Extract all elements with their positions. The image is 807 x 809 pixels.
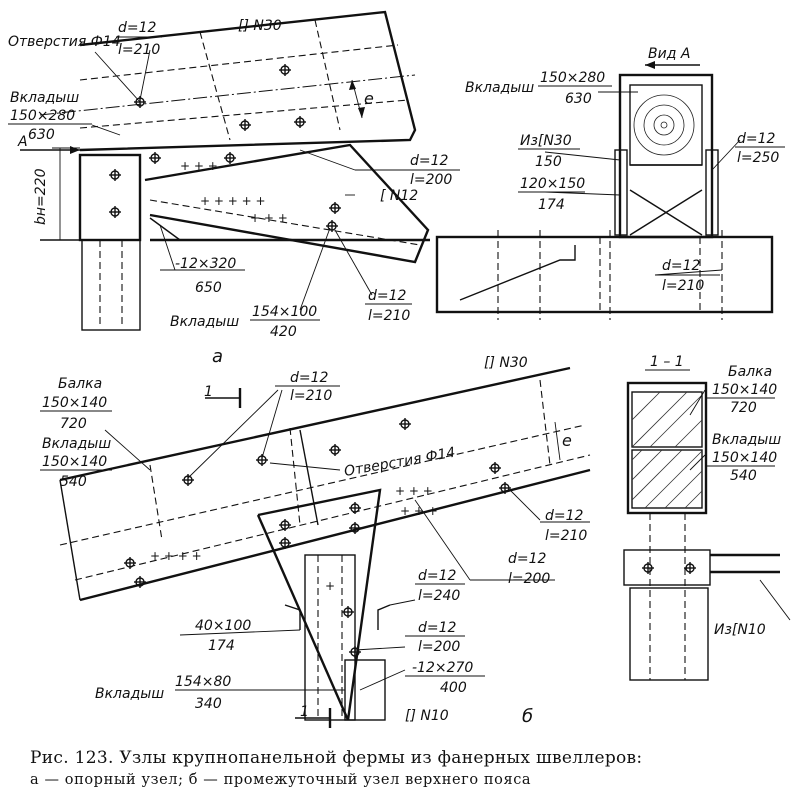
view-a-from-num: Из[N30	[520, 133, 572, 149]
view-a-b2-l: l=210	[662, 278, 704, 294]
section-ins-name: Вкладыш	[712, 432, 781, 448]
b-bolt4-d: d=12	[418, 568, 457, 584]
figure-caption: Рис. 123. Узлы крупнопанельной фермы из …	[30, 748, 790, 788]
upper-chord-a	[39, 10, 417, 152]
detail-a: + + + + + + + + + + + Отверстия Ф14 d=12…	[8, 10, 460, 367]
a-bolt3-d: d=12	[368, 288, 407, 304]
b-sec-bottom: 1	[300, 704, 309, 720]
a-e-label: e	[364, 89, 374, 108]
caption-line-1: Рис. 123. Узлы крупнопанельной фермы из …	[30, 748, 643, 768]
view-a: Вид A Вкладыш 150×280 630 Из[N30 150 120…	[435, 46, 785, 320]
section-from-label: Из[N10	[714, 622, 766, 638]
section-ins-num: 150×140	[712, 450, 777, 466]
section-beam-num: 150×140	[712, 382, 777, 398]
b-letter: б	[522, 706, 533, 727]
a-arrow-label: A	[17, 134, 28, 150]
b-bolt1-d: d=12	[290, 370, 329, 386]
a-bolt1-d: d=12	[118, 20, 157, 36]
view-a-b1-d: d=12	[737, 131, 776, 147]
b-bolt5-l: l=200	[418, 639, 460, 655]
b-ins2-num: 154×80	[175, 674, 231, 690]
view-a-ins-name: Вкладыш	[465, 80, 534, 96]
svg-text:+ + + +: + + + +	[150, 549, 202, 563]
b-ins2-name: Вкладыш	[95, 686, 164, 702]
b-beam-den: 720	[60, 416, 87, 432]
a-height-label: bн=220	[33, 168, 49, 225]
a-bolt2-l: l=200	[410, 172, 452, 188]
a-channel-label: [] N30	[238, 18, 282, 34]
a-plate-den: 650	[195, 280, 222, 296]
section-ins-den: 540	[730, 468, 757, 484]
a-bolt1-l: l=210	[118, 42, 160, 58]
view-a-title: Вид A	[648, 46, 690, 62]
truss-node-drawing: + + + + + + + + + + + Отверстия Ф14 d=12…	[8, 10, 791, 728]
a-ins2-num: 154×100	[252, 304, 317, 320]
svg-text:+ + +: + + +	[180, 159, 218, 173]
b-bolt3-l: l=200	[508, 571, 550, 587]
b-bolt2-l: l=210	[545, 528, 587, 544]
b-plate-num: -12×270	[412, 660, 473, 676]
b-ins-name: Вкладыш	[42, 436, 111, 452]
svg-text:+ + +: + + +	[395, 484, 433, 498]
svg-text:+ + +: + + +	[400, 504, 438, 518]
a-bolt3-l: l=210	[368, 308, 410, 324]
section-title: 1 – 1	[650, 354, 684, 370]
b-sec-top: 1	[204, 384, 213, 400]
svg-text:+: +	[325, 579, 335, 593]
b-beam-num: 150×140	[42, 395, 107, 411]
bolts-b: + + + + + + + + + + +	[124, 418, 511, 658]
b-pl-num: 40×100	[195, 618, 251, 634]
b-bolt4-l: l=240	[418, 588, 460, 604]
svg-text:+ + +: + + +	[250, 211, 288, 225]
b-bolt5-d: d=12	[418, 620, 457, 636]
b-n10-label: [] N10	[405, 708, 449, 724]
view-a-pl-den: 174	[538, 197, 565, 213]
b-bolt2-d: d=12	[545, 508, 584, 524]
a-insert-name: Вкладыш	[10, 90, 79, 106]
b-ins2-den: 340	[195, 696, 222, 712]
a-insert-den: 630	[28, 127, 55, 143]
view-a-ins-num: 150×280	[540, 70, 605, 86]
view-a-ins-den: 630	[565, 91, 592, 107]
bolts-a: + + + + + + + + + + +	[109, 64, 341, 232]
view-a-b1-l: l=250	[737, 150, 779, 166]
view-a-b2-d: d=12	[662, 258, 701, 274]
a-n12-label: [ N12	[380, 188, 418, 204]
a-letter: а	[212, 346, 223, 367]
post-a	[40, 153, 142, 331]
b-plate-den: 400	[440, 680, 467, 696]
view-a-pl-num: 120×150	[520, 176, 585, 192]
a-ins2-name: Вкладыш	[170, 314, 239, 330]
a-plate-num: -12×320	[175, 256, 236, 272]
caption-line-2: а — опорный узел; б — промежуточный узел…	[30, 772, 532, 788]
detail-b: + + + + + + + + + + + Балка 150×140 720 …	[40, 355, 591, 728]
b-beam-name: Балка	[58, 376, 102, 392]
b-pl-den: 174	[208, 638, 235, 654]
b-channel-label: [] N30	[484, 355, 528, 371]
section-1-1: 1 – 1 Балка 150×140 720 Вкладыш 150×140 …	[623, 354, 791, 681]
section-beam-name: Балка	[728, 364, 772, 380]
b-bolt3-d: d=12	[508, 551, 547, 567]
section-beam-den: 720	[730, 400, 757, 416]
a-bolt2-d: d=12	[410, 153, 449, 169]
b-ins-den: 540	[60, 474, 87, 490]
b-ins-num: 150×140	[42, 454, 107, 470]
b-hole-label: Отверстия Ф14	[343, 445, 457, 480]
view-a-from-den: 150	[535, 154, 562, 170]
b-e-label: e	[562, 431, 572, 450]
a-hole-label: Отверстия Ф14	[8, 34, 121, 50]
a-insert-num: 150×280	[10, 108, 75, 124]
b-bolt1-l: l=210	[290, 388, 332, 404]
a-ins2-den: 420	[270, 324, 297, 340]
svg-text:+ + + + +: + + + + +	[200, 194, 266, 208]
